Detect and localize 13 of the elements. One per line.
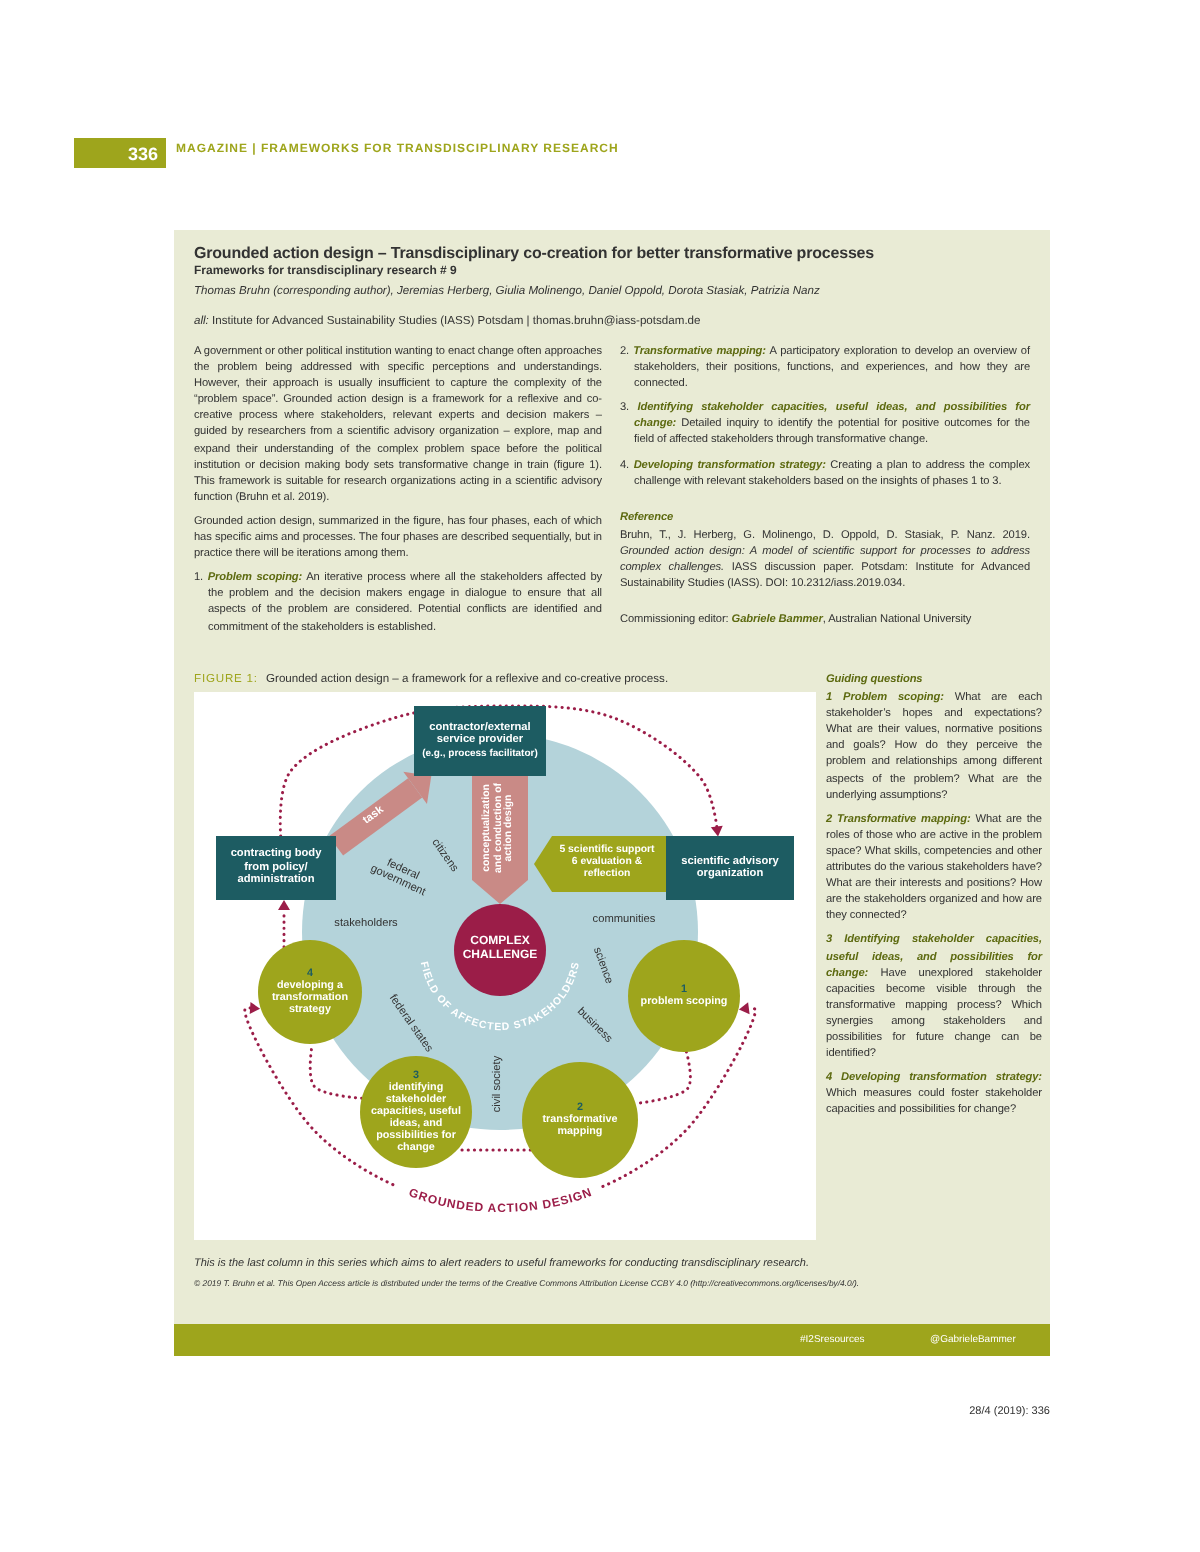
dotted-arrow	[278, 704, 723, 838]
dotted-connector	[634, 1050, 692, 1105]
block-arrow	[328, 771, 432, 856]
page-number: 336	[74, 138, 166, 168]
article-title: Grounded action design – Transdisciplinary co-creation for better transformative processes	[194, 244, 876, 262]
actor-box	[414, 706, 546, 776]
dotted-connector	[308, 1042, 364, 1100]
actor-box	[216, 836, 336, 900]
chevron-arrow-box	[534, 836, 666, 892]
dotted-connector	[455, 1148, 532, 1152]
actor-box	[666, 836, 794, 900]
dotted-arrow	[278, 900, 290, 949]
block-arrow	[472, 776, 528, 904]
